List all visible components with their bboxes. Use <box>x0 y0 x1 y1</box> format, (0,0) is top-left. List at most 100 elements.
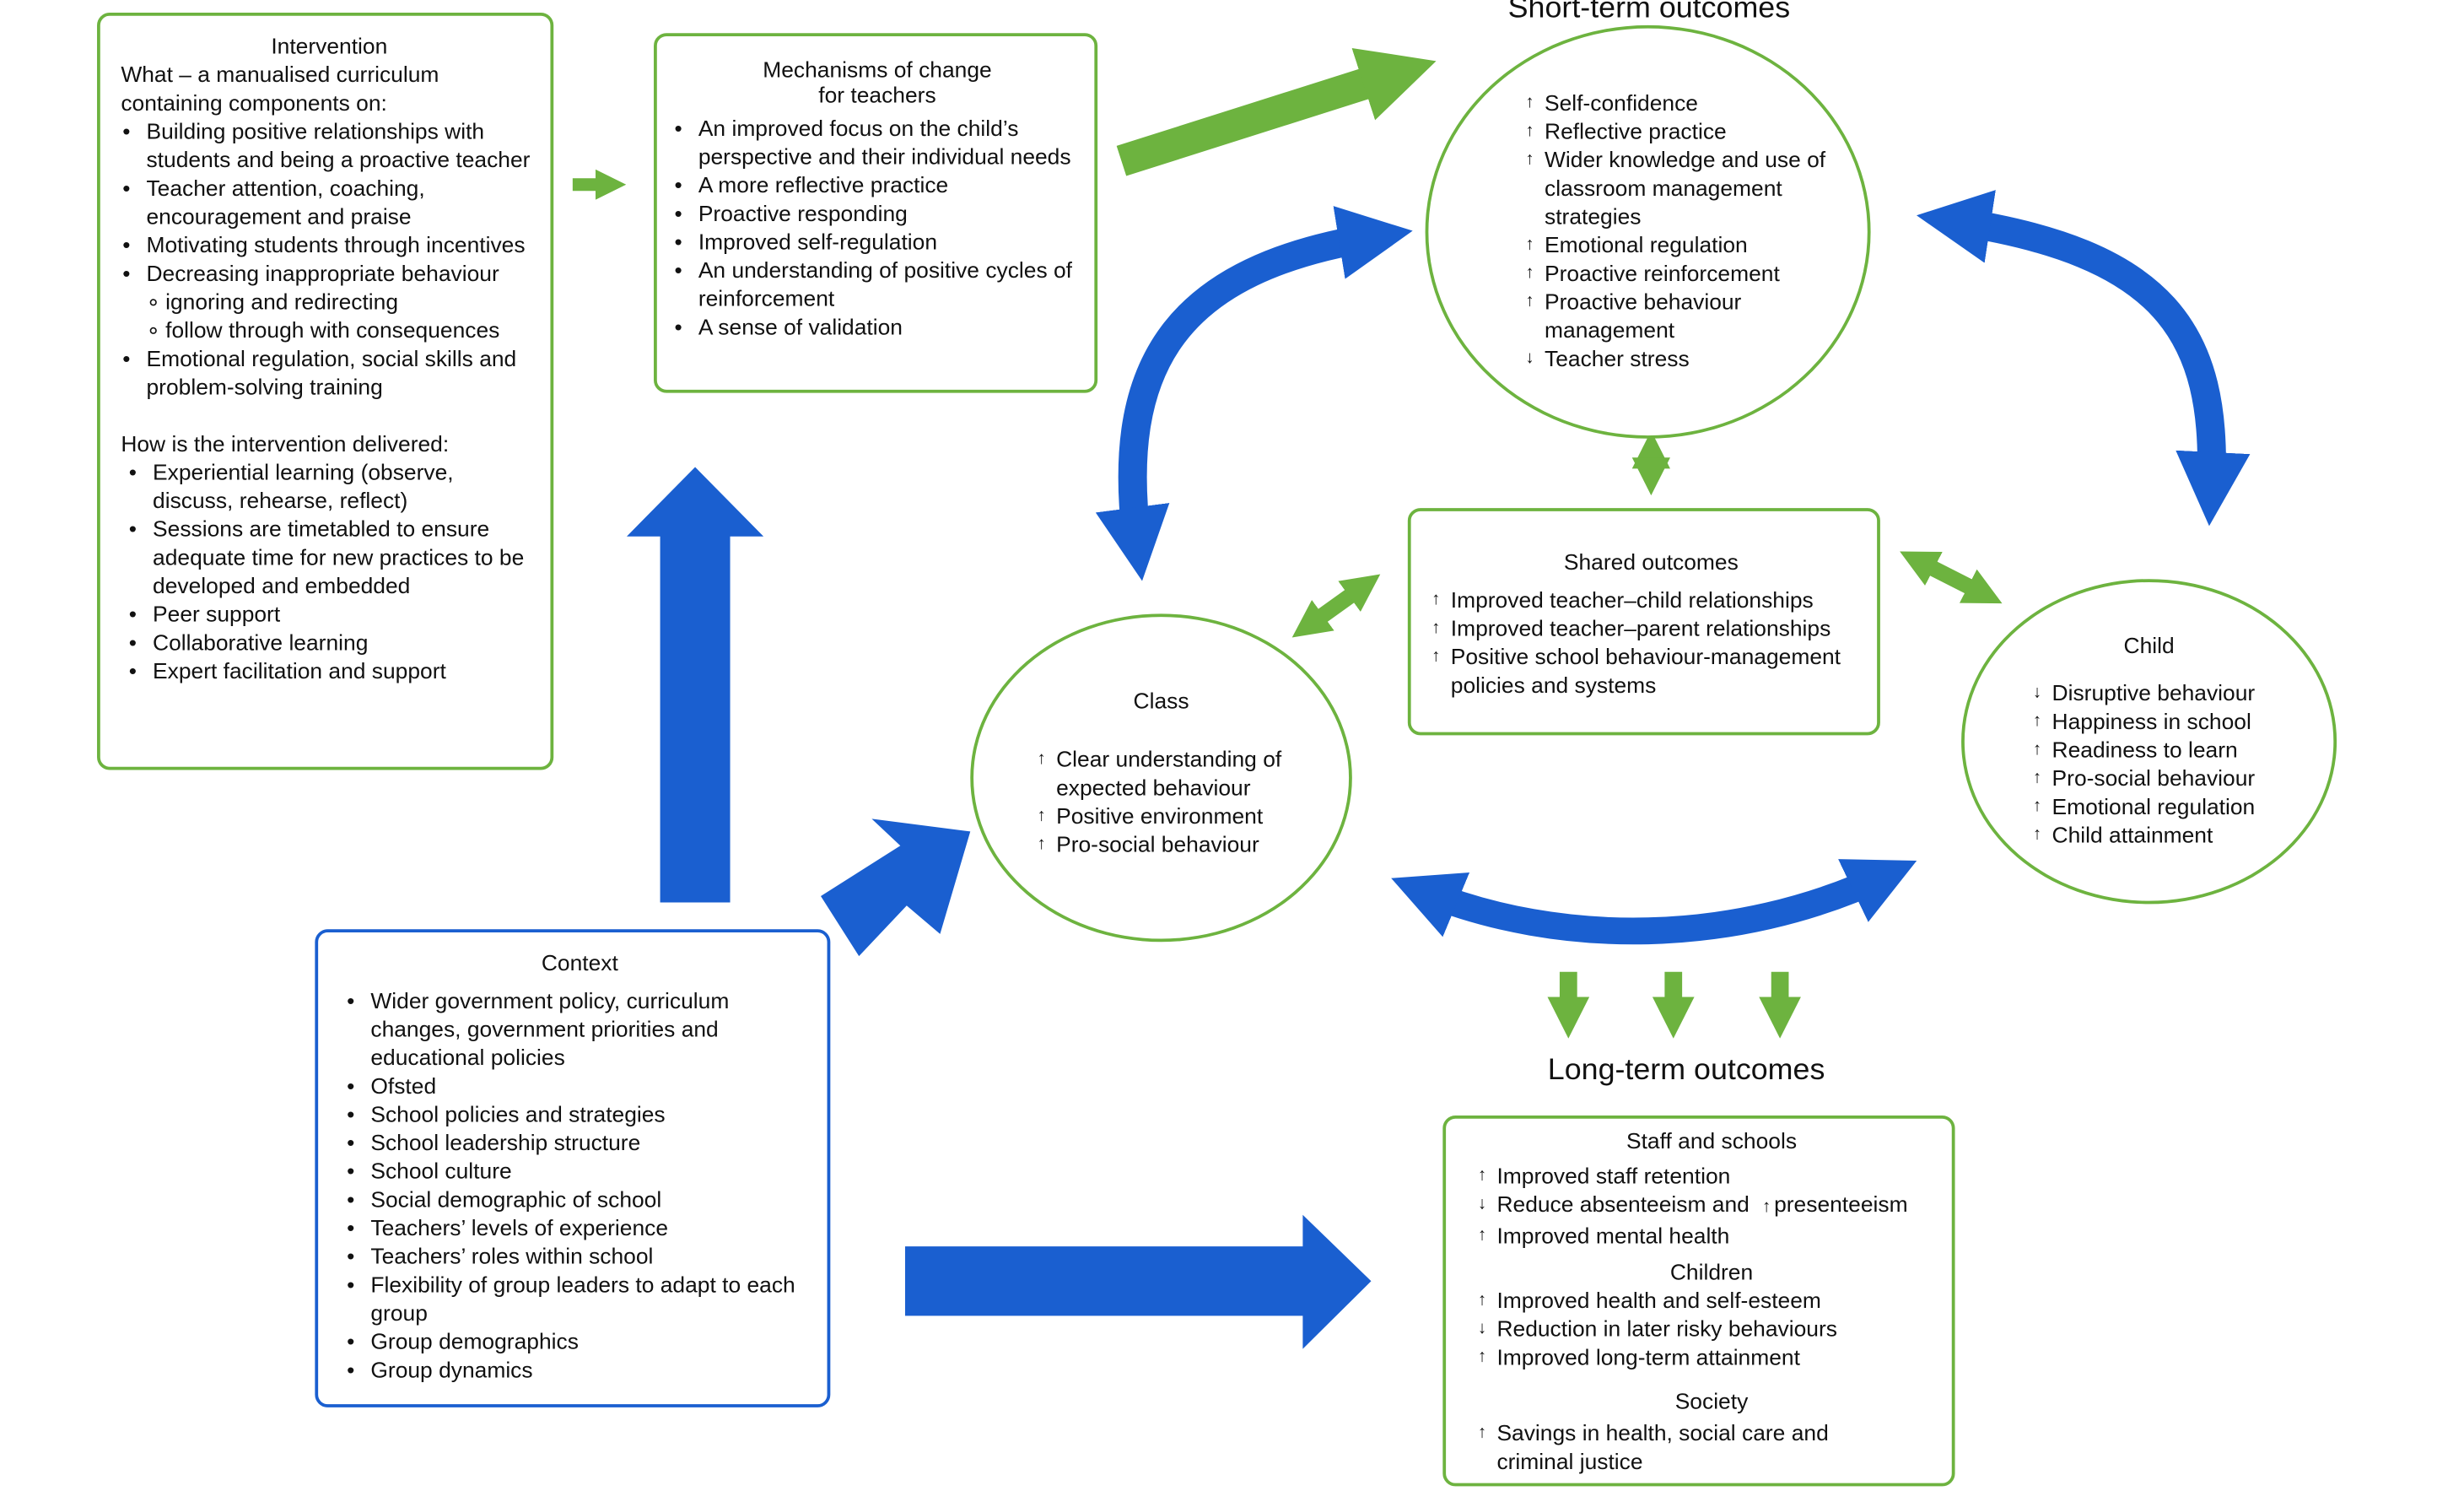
shared-outcomes-list: Improved teacher–child relationships Imp… <box>1431 586 1870 700</box>
up-arrow-icon: ↑ <box>1761 1197 1771 1217</box>
society-title: Society <box>1674 1388 1749 1414</box>
arrow-shared-child <box>1900 551 2003 604</box>
context-item: School policies and strategies <box>345 1099 814 1128</box>
intervention-how-label: How is the intervention delivered: <box>121 430 450 456</box>
intervention-delivery: Experiential learning (observe, discuss,… <box>121 457 537 684</box>
context-item: Teachers’ roles within school <box>345 1242 814 1271</box>
long-term-heading: Long-term outcomes <box>1547 1054 1825 1088</box>
society-item: Savings in health, social care and crimi… <box>1478 1418 1875 1475</box>
child-item: Disruptive behaviour <box>2033 678 2327 707</box>
context-box: Context Wider government policy, curricu… <box>315 929 831 1407</box>
intervention-title: Intervention <box>271 33 388 59</box>
class-item: Positive environment <box>1037 802 1339 830</box>
mechanism-item: Proactive responding <box>673 199 1082 228</box>
short-term-list: Self-confidence Reflective practice Wide… <box>1525 89 1852 373</box>
context-list: Wider government policy, curriculum chan… <box>345 986 814 1384</box>
context-item: Group dynamics <box>345 1355 814 1384</box>
component-item: Teacher attention, coaching, encourageme… <box>121 174 537 230</box>
staff-schools-list: Improved staff retention Reduce absentee… <box>1478 1161 1945 1250</box>
arrow-class-child <box>1391 859 1917 945</box>
short-term-item: Teacher stress <box>1525 344 1852 373</box>
child-title: Child <box>2123 632 2175 658</box>
delivery-item: Expert facilitation and support <box>127 656 538 685</box>
subcomponent-item: follow through with consequences <box>121 316 537 344</box>
component-item: Emotional regulation, social skills and … <box>121 344 537 401</box>
delivery-item: Collaborative learning <box>127 628 538 656</box>
mechanism-item: A more reflective practice <box>673 170 1082 199</box>
context-item: Group demographics <box>345 1327 814 1356</box>
mechanisms-list: An improved focus on the child’s perspec… <box>673 114 1082 341</box>
short-term-item: Reflective practice <box>1525 116 1852 145</box>
short-term-ellipse: Self-confidence Reflective practice Wide… <box>1425 24 1871 439</box>
children-title: Children <box>1669 1259 1754 1285</box>
delivery-item: Experiential learning (observe, discuss,… <box>127 457 538 514</box>
mechanisms-box: Mechanisms of change for teachers An imp… <box>654 33 1098 393</box>
arrow-mechanisms-to-short-term <box>1116 47 1437 176</box>
children-item: Reduction in later risky behaviours <box>1478 1315 1945 1343</box>
class-title: Class <box>1133 688 1189 714</box>
child-item: Pro-social behaviour <box>2033 764 2327 792</box>
subcomponent-item: ignoring and redirecting <box>121 287 537 316</box>
context-item: Ofsted <box>345 1072 814 1100</box>
class-item: Clear understanding of expected behaviou… <box>1037 745 1339 802</box>
arrow-short-term-child <box>1917 190 2251 527</box>
children-item: Improved long-term attainment <box>1478 1342 1945 1371</box>
intervention-subcomponents: ignoring and redirecting follow through … <box>121 287 537 343</box>
class-ellipse: Class Clear understanding of expected be… <box>970 613 1352 943</box>
delivery-item: Sessions are timetabled to ensure adequa… <box>127 515 538 600</box>
short-term-heading: Short-term outcomes <box>1507 0 1791 25</box>
child-item: Readiness to learn <box>2033 735 2327 764</box>
short-term-item: Self-confidence <box>1525 89 1852 117</box>
arrow-shared-class <box>1291 574 1381 638</box>
staff-schools-title: Staff and schools <box>1626 1127 1798 1153</box>
mechanisms-title-line1: Mechanisms of change <box>763 57 992 83</box>
shared-item: Improved teacher–child relationships <box>1431 586 1870 614</box>
staff-item-text: presenteeism <box>1774 1191 1908 1217</box>
intervention-box: Intervention What – a manualised curricu… <box>97 12 554 770</box>
staff-item-text: Reduce absenteeism and <box>1496 1191 1750 1217</box>
shared-outcomes-box: Shared outcomes Improved teacher–child r… <box>1407 508 1880 736</box>
staff-item: Reduce absenteeism and ↑presenteeism <box>1478 1190 1945 1221</box>
context-item: School leadership structure <box>345 1128 814 1157</box>
component-item: Decreasing inappropriate behaviour <box>121 259 537 288</box>
delivery-item: Peer support <box>127 600 538 629</box>
context-title: Context <box>541 949 618 975</box>
arrow-context-to-intervention <box>626 467 764 903</box>
intervention-components: Building positive relationships with stu… <box>121 116 537 287</box>
children-item: Improved health and self-esteem <box>1478 1286 1945 1315</box>
class-item: Pro-social behaviour <box>1037 830 1339 859</box>
staff-item: Improved mental health <box>1478 1221 1945 1250</box>
staff-item: Improved staff retention <box>1478 1161 1945 1190</box>
context-item: Flexibility of group leaders to adapt to… <box>345 1270 814 1326</box>
context-item: Teachers’ levels of experience <box>345 1213 814 1242</box>
mechanism-item: An understanding of positive cycles of r… <box>673 256 1082 312</box>
mechanism-item: An improved focus on the child’s perspec… <box>673 114 1082 170</box>
society-list: Savings in health, social care and crimi… <box>1478 1418 1875 1475</box>
shared-outcomes-title: Shared outcomes <box>1563 548 1739 575</box>
component-item: Building positive relationships with stu… <box>121 116 537 173</box>
shared-item: Improved teacher–parent relationships <box>1431 613 1870 642</box>
short-term-item: Emotional regulation <box>1525 230 1852 259</box>
child-item: Child attainment <box>2033 820 2327 849</box>
shared-item: Positive school behaviour-management pol… <box>1431 642 1870 699</box>
context-item: School culture <box>345 1157 814 1186</box>
child-list: Disruptive behaviour Happiness in school… <box>2033 678 2327 849</box>
class-list: Clear understanding of expected behaviou… <box>1037 745 1339 859</box>
short-term-item: Wider knowledge and use of classroom man… <box>1525 145 1852 230</box>
intervention-what-label: What – a manualised curriculum containin… <box>121 61 439 116</box>
arrow-class-short-term <box>1095 206 1413 581</box>
short-term-item: Proactive reinforcement <box>1525 259 1852 288</box>
mechanism-item: Improved self-regulation <box>673 227 1082 256</box>
arrow-context-to-class <box>821 818 971 957</box>
children-list: Improved health and self-esteem Reductio… <box>1478 1286 1945 1371</box>
arrow-context-to-long-term <box>904 1214 1372 1349</box>
child-item: Emotional regulation <box>2033 792 2327 821</box>
context-item: Social demographic of school <box>345 1185 814 1213</box>
child-item: Happiness in school <box>2033 707 2327 736</box>
component-item: Motivating students through incentives <box>121 230 537 259</box>
child-ellipse: Child Disruptive behaviour Happiness in … <box>1961 579 2337 905</box>
context-item: Wider government policy, curriculum chan… <box>345 986 814 1072</box>
long-term-box: Staff and schools Improved staff retenti… <box>1442 1115 1955 1487</box>
